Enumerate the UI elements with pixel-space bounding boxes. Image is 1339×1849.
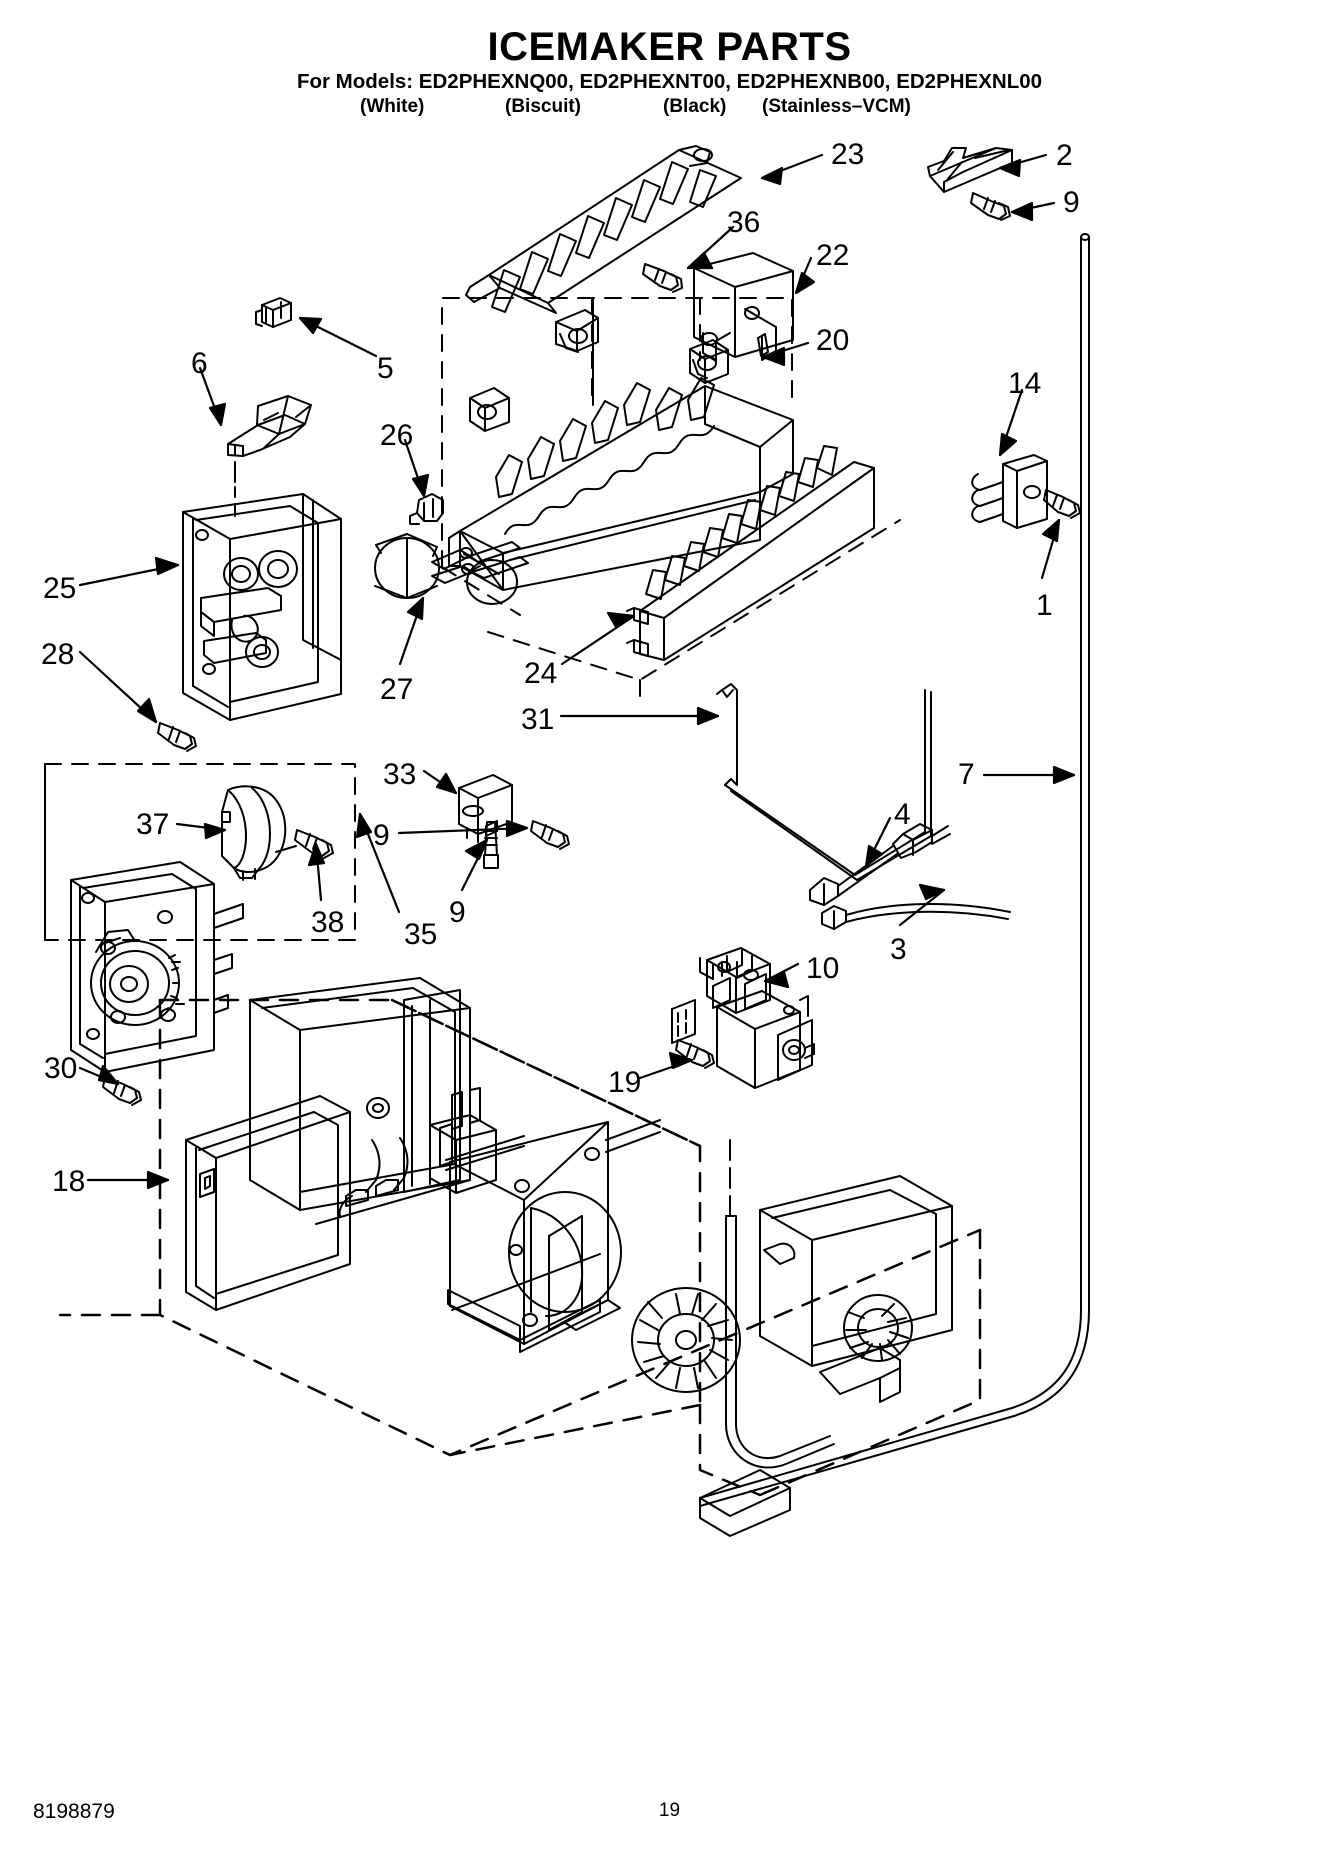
part-19-screw: [675, 1039, 715, 1069]
part-35-screw: [483, 821, 499, 869]
part-36-screw: [642, 263, 683, 293]
callout-38: 38: [311, 906, 345, 939]
part-27-motor-module: [374, 533, 529, 599]
part-38-screw: [294, 829, 334, 859]
part-14-wire-bracket: [971, 454, 1048, 529]
part-1-screw: [1043, 489, 1081, 519]
callout-37: 37: [136, 808, 170, 841]
callout-3: 3: [890, 933, 907, 966]
callout-36: 36: [727, 206, 761, 239]
page-title: ICEMAKER PARTS: [487, 25, 852, 69]
part-23-ice-stripper: [465, 145, 742, 314]
models-line: For Models: ED2PHEXNQ00, ED2PHEXNT00, ED…: [296, 70, 1043, 93]
finish-label-biscuit: (Biscuit): [505, 95, 581, 117]
callout-24: 24: [524, 657, 558, 690]
callout-30: 30: [44, 1052, 78, 1085]
part-9a-screw: [970, 192, 1011, 221]
part-30-fan-housing-plate: [70, 861, 244, 1073]
part-37-fan-motor: [221, 785, 297, 881]
callout-9-mid: 9: [373, 819, 390, 852]
finish-label-black: (Black): [663, 95, 727, 117]
part-6-mounting-clip: [227, 395, 312, 457]
callout-27: 27: [380, 673, 414, 706]
callout-31: 31: [521, 703, 555, 736]
footer-page-number: 19: [658, 1800, 681, 1821]
callout-28: 28: [41, 638, 75, 671]
part-9b-screw: [530, 820, 570, 850]
part-2-mounting-bracket: [927, 147, 1013, 193]
callout-leader-lines: [78, 153, 1076, 1190]
callout-19: 19: [608, 1066, 642, 1099]
part-24-stripper-rail: [626, 445, 875, 661]
callout-18: 18: [52, 1165, 86, 1198]
finish-label-white: (White): [360, 95, 425, 117]
part-30-screw: [102, 1076, 142, 1106]
callout-4: 4: [894, 798, 911, 831]
part-20-ice-mold: [448, 297, 794, 605]
part-10-water-valve: [671, 947, 815, 1089]
page-header: ICEMAKER PARTS For Models: ED2PHEXNQ00, …: [0, 26, 1339, 122]
finish-labels-row: (White) (Biscuit) (Black) (Stainless–VCM…: [0, 96, 1339, 122]
part-18-compartment-assembly: [185, 977, 953, 1537]
dashed-boundary-compartment: [58, 998, 982, 1497]
part-26-bushing: [409, 493, 444, 525]
dashed-boundary-icemaker-head: [441, 297, 793, 616]
callout-7: 7: [958, 758, 975, 791]
part-5-spring-clip: [255, 297, 292, 328]
dashed-boundary-mold-region: [487, 519, 901, 701]
callout-20: 20: [816, 324, 850, 357]
part-31-shutoff-arm: [716, 683, 932, 881]
callout-14: 14: [1008, 367, 1042, 400]
part-7-water-line-long: [699, 233, 1090, 1507]
callout-6: 6: [191, 347, 208, 380]
callout-10: 10: [806, 952, 840, 985]
finish-label-stainless: (Stainless–VCM): [762, 95, 911, 117]
callout-33: 33: [383, 758, 417, 791]
part-22-fill-cup: [693, 252, 794, 362]
callout-23: 23: [831, 138, 865, 171]
callout-9-low: 9: [449, 896, 466, 929]
callout-35: 35: [404, 918, 438, 951]
footer-part-number: 8198879: [33, 1800, 115, 1823]
page-footer: 8198879 19: [0, 1800, 1339, 1830]
callout-9-top: 9: [1063, 186, 1080, 219]
callout-5: 5: [377, 352, 394, 385]
callout-22: 22: [816, 239, 850, 272]
dashed-boundary-fan-kit: [44, 763, 356, 941]
callout-2: 2: [1056, 139, 1073, 172]
callout-1: 1: [1036, 589, 1053, 622]
part-28-screw: [157, 722, 197, 752]
callout-26: 26: [380, 419, 414, 452]
part-3-water-line: [821, 903, 1011, 930]
callout-25: 25: [43, 572, 77, 605]
part-25-control-housing: [182, 444, 342, 721]
